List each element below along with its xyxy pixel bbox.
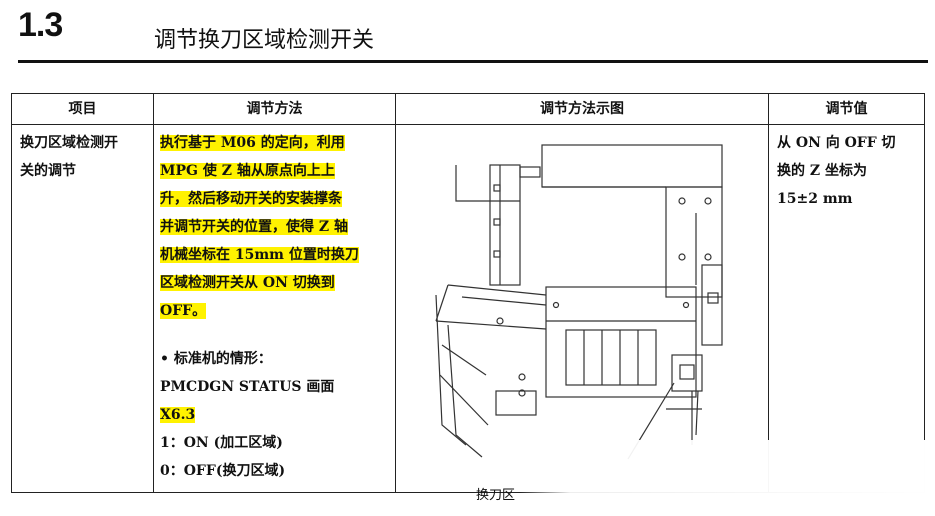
adjustment-table: 项目 调节方法 调节方法示图 调节值 换刀区域检测开 关的调节 执行基于 M06… bbox=[11, 93, 925, 503]
section-number: 1.3 bbox=[18, 6, 63, 44]
status-screen-name: PMCDGN STATUS 画面 bbox=[160, 379, 335, 395]
column-header-value: 调节值 bbox=[768, 93, 925, 125]
off-state-note: 0：OFF(换刀区域) bbox=[160, 463, 286, 479]
signal-address: X6.3 bbox=[160, 407, 196, 423]
cell-value: 从 ON 向 OFF 切 换的 Z 坐标为 15±2 mm bbox=[768, 124, 925, 493]
section-title: 调节换刀区域检测开关 bbox=[154, 28, 375, 53]
method-line: MPG 使 Z 轴从原点向上上 bbox=[160, 163, 335, 179]
title-rule bbox=[18, 60, 928, 63]
method-line: 机械坐标在 15mm 位置时换刀 bbox=[160, 247, 359, 263]
table-header-row: 项目 调节方法 调节方法示图 调节值 bbox=[11, 93, 925, 125]
column-header-item: 项目 bbox=[11, 93, 154, 125]
switch-mechanism-diagram bbox=[435, 144, 723, 460]
cell-method: 执行基于 M06 的定向，利用 MPG 使 Z 轴从原点向上上 升，然后移动开关… bbox=[153, 124, 396, 493]
item-line: 换刀区域检测开 bbox=[20, 135, 118, 151]
column-header-figure: 调节方法示图 bbox=[395, 93, 769, 125]
table-row: 换刀区域检测开 关的调节 执行基于 M06 的定向，利用 MPG 使 Z 轴从原… bbox=[11, 124, 925, 503]
method-line: 升，然后移动开关的安装撑条 bbox=[160, 191, 342, 207]
value-line: 从 ON 向 OFF 切 bbox=[777, 135, 896, 151]
item-line: 关的调节 bbox=[20, 163, 76, 179]
method-line: OFF。 bbox=[160, 303, 207, 319]
blurred-bottom-area bbox=[520, 440, 935, 516]
figure-caption: 换刀区 bbox=[476, 488, 516, 503]
method-line: 区域检测开关从 ON 切换到 bbox=[160, 275, 335, 291]
value-line: 15±2 mm bbox=[777, 191, 853, 207]
method-line: 执行基于 M06 的定向，利用 bbox=[160, 135, 345, 151]
cell-item: 换刀区域检测开 关的调节 bbox=[11, 124, 154, 493]
cell-figure: 换刀区 bbox=[395, 124, 769, 503]
on-state-note: 1：ON (加工区域) bbox=[160, 435, 283, 451]
standard-machine-note: • 标准机的情形： bbox=[160, 351, 272, 367]
method-line: 并调节开关的位置，使得 Z 轴 bbox=[160, 219, 348, 235]
value-line: 换的 Z 坐标为 bbox=[777, 163, 867, 179]
column-header-method: 调节方法 bbox=[153, 93, 396, 125]
